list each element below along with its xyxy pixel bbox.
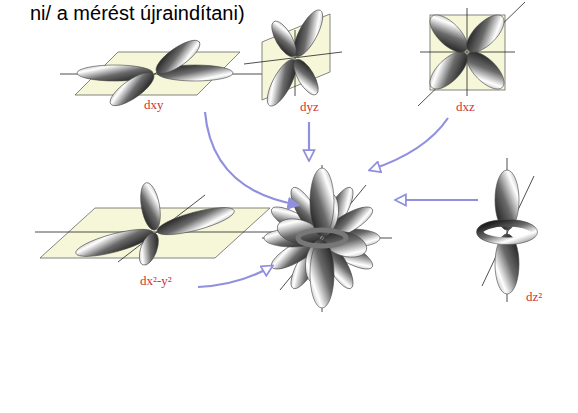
- orbital-label: dxz: [456, 100, 475, 114]
- arrow: [205, 112, 298, 205]
- arrow: [370, 118, 448, 170]
- dxy-orbital: [60, 35, 262, 112]
- heading-text: ni/ a mérést újraindítani): [30, 2, 245, 24]
- orbital-label: dx²-y²: [140, 274, 172, 288]
- arrow: [396, 199, 478, 201]
- orbital-label: dxy: [144, 98, 164, 112]
- dz2-orbital: [477, 158, 538, 302]
- dx2-y2-orbital: [35, 181, 280, 267]
- arrow: [198, 266, 272, 287]
- orbital-label: dz²: [526, 290, 542, 304]
- arrows: [198, 112, 478, 287]
- dxz-orbital: [418, 2, 525, 106]
- orbital-label: dyz: [300, 100, 319, 114]
- combined-orbitals: [262, 165, 392, 312]
- dyz-orbital: [244, 6, 342, 110]
- arrow: [308, 122, 310, 160]
